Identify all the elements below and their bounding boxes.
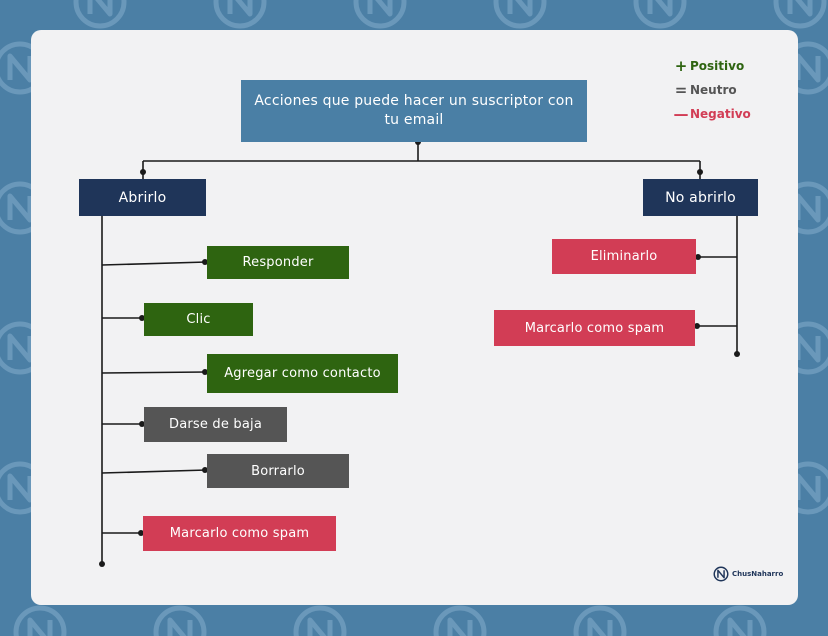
node-clic: Clic	[144, 303, 253, 336]
branch-abrirlo: Abrirlo	[79, 179, 206, 216]
brand-logo: ChusNaharro	[713, 566, 783, 582]
legend: + Positivo = Neutro — Negativo	[672, 54, 751, 126]
legend-neutral: = Neutro	[672, 78, 751, 102]
branch-no-abrirlo: No abrirlo	[643, 179, 758, 216]
node-darse-de-baja: Darse de baja	[144, 407, 287, 442]
node-marcarlo-spam-left: Marcarlo como spam	[143, 516, 336, 551]
node-responder: Responder	[207, 246, 349, 279]
equals-icon: =	[674, 81, 688, 99]
legend-negative-label: Negativo	[690, 107, 751, 121]
brand-name: ChusNaharro	[732, 570, 784, 578]
node-borrarlo: Borrarlo	[207, 454, 349, 488]
root-node: Acciones que puede hacer un suscriptor c…	[241, 80, 587, 142]
legend-negative: — Negativo	[672, 102, 751, 126]
node-eliminarlo: Eliminarlo	[552, 239, 696, 274]
minus-icon: —	[673, 105, 689, 123]
legend-neutral-label: Neutro	[690, 83, 737, 97]
legend-positive-label: Positivo	[690, 59, 745, 73]
brand-logo-icon	[713, 566, 729, 582]
legend-positive: + Positivo	[672, 54, 751, 78]
plus-icon: +	[674, 57, 688, 75]
node-marcarlo-spam-right: Marcarlo como spam	[494, 310, 695, 346]
node-agregar-contacto: Agregar como contacto	[207, 354, 398, 393]
